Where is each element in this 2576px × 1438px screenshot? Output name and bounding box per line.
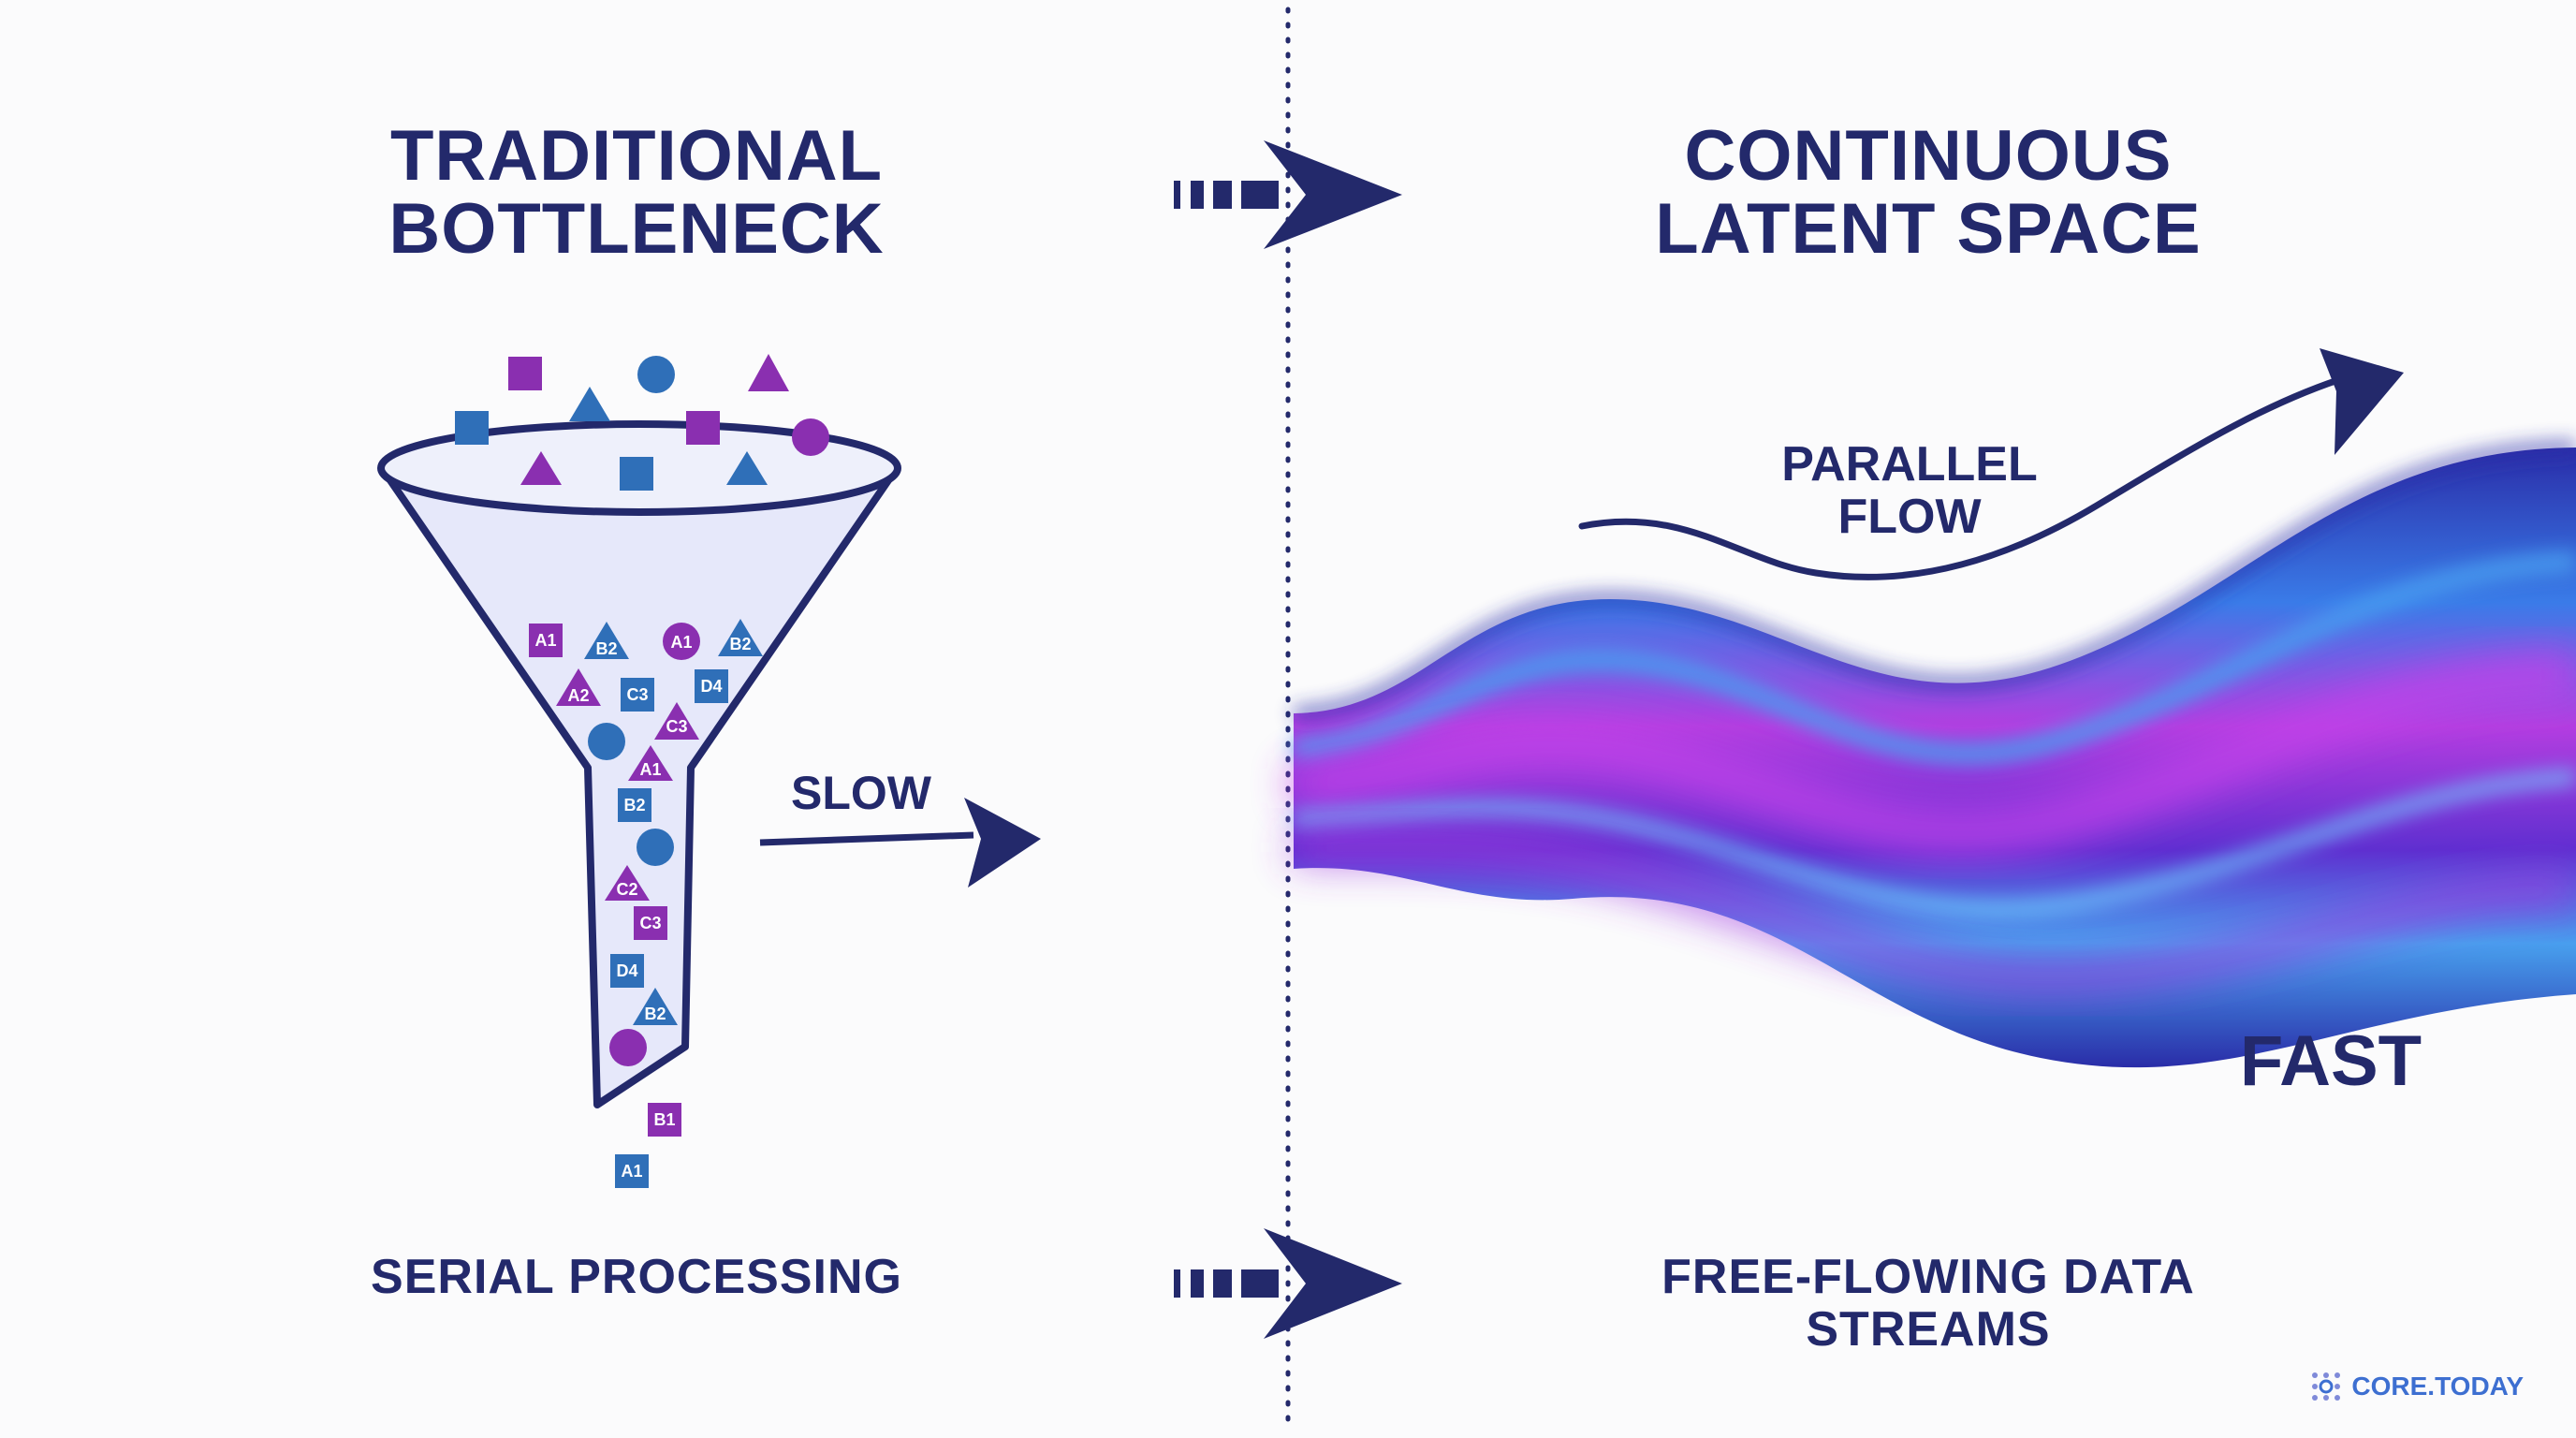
token-square: D4 [610,954,644,988]
svg-text:A1: A1 [621,1162,642,1181]
svg-text:D4: D4 [616,961,637,980]
dot-grid-icon [2312,1372,2341,1401]
latent-stream [1292,442,2576,1068]
fast-label: FAST [2239,1021,2422,1101]
input-shapes [455,354,829,491]
svg-text:C3: C3 [639,914,661,932]
parallel-flow-label: PARALLEL FLOW [1781,437,2038,544]
top-transition-arrow [1174,140,1402,249]
svg-text:B2: B2 [729,635,751,653]
token-triangle: A1 [628,745,673,781]
svg-text:B2: B2 [623,796,645,814]
token-square: A1 [529,624,563,657]
svg-text:C3: C3 [626,685,648,704]
svg-text:A1: A1 [639,760,661,779]
bottom-transition-arrow [1174,1228,1402,1339]
free-flowing-caption: FREE-FLOWING DATA STREAMS [1661,1250,2195,1357]
svg-text:A1: A1 [534,631,556,650]
parallel-flow-arrow [1578,348,2404,580]
svg-text:D4: D4 [700,677,722,696]
funnel-tokens: A1 B2 A1 B2 A2 C3 D4 C3 A1 B2 C2 C3 D4 B… [529,619,763,1188]
token-square: B2 [618,788,651,822]
svg-text:B2: B2 [644,1005,666,1023]
token-triangle: C2 [605,865,650,901]
traditional-bottleneck-title: TRADITIONAL BOTTLENECK [388,116,885,269]
token-square: C3 [621,678,654,712]
svg-text:A2: A2 [567,686,589,705]
token-square: C3 [634,906,667,940]
token-triangle: C3 [654,702,699,740]
token-triangle: B2 [633,988,678,1025]
svg-text:A1: A1 [670,633,692,652]
brand-name: CORE.TODAY [2351,1372,2524,1401]
svg-text:C3: C3 [666,717,687,736]
serial-processing-caption: SERIAL PROCESSING [371,1250,902,1304]
token-triangle: B2 [718,619,763,656]
slow-arrow [759,798,1041,888]
token-triangle: B2 [584,622,629,659]
token-circle [609,1029,647,1066]
svg-text:C2: C2 [616,880,637,899]
token-square: D4 [695,669,728,703]
token-square: A1 [615,1154,649,1188]
slow-label: SLOW [791,767,931,819]
token-circle [637,829,674,866]
continuous-latent-space-title: CONTINUOUS LATENT SPACE [1655,116,2202,269]
token-triangle: A2 [556,668,601,706]
token-circle [588,723,625,760]
token-circle: A1 [663,623,700,660]
svg-text:B2: B2 [595,639,617,658]
svg-text:B1: B1 [653,1110,675,1129]
token-square: B1 [648,1103,681,1137]
brand-watermark: CORE.TODAY [2310,1371,2524,1402]
